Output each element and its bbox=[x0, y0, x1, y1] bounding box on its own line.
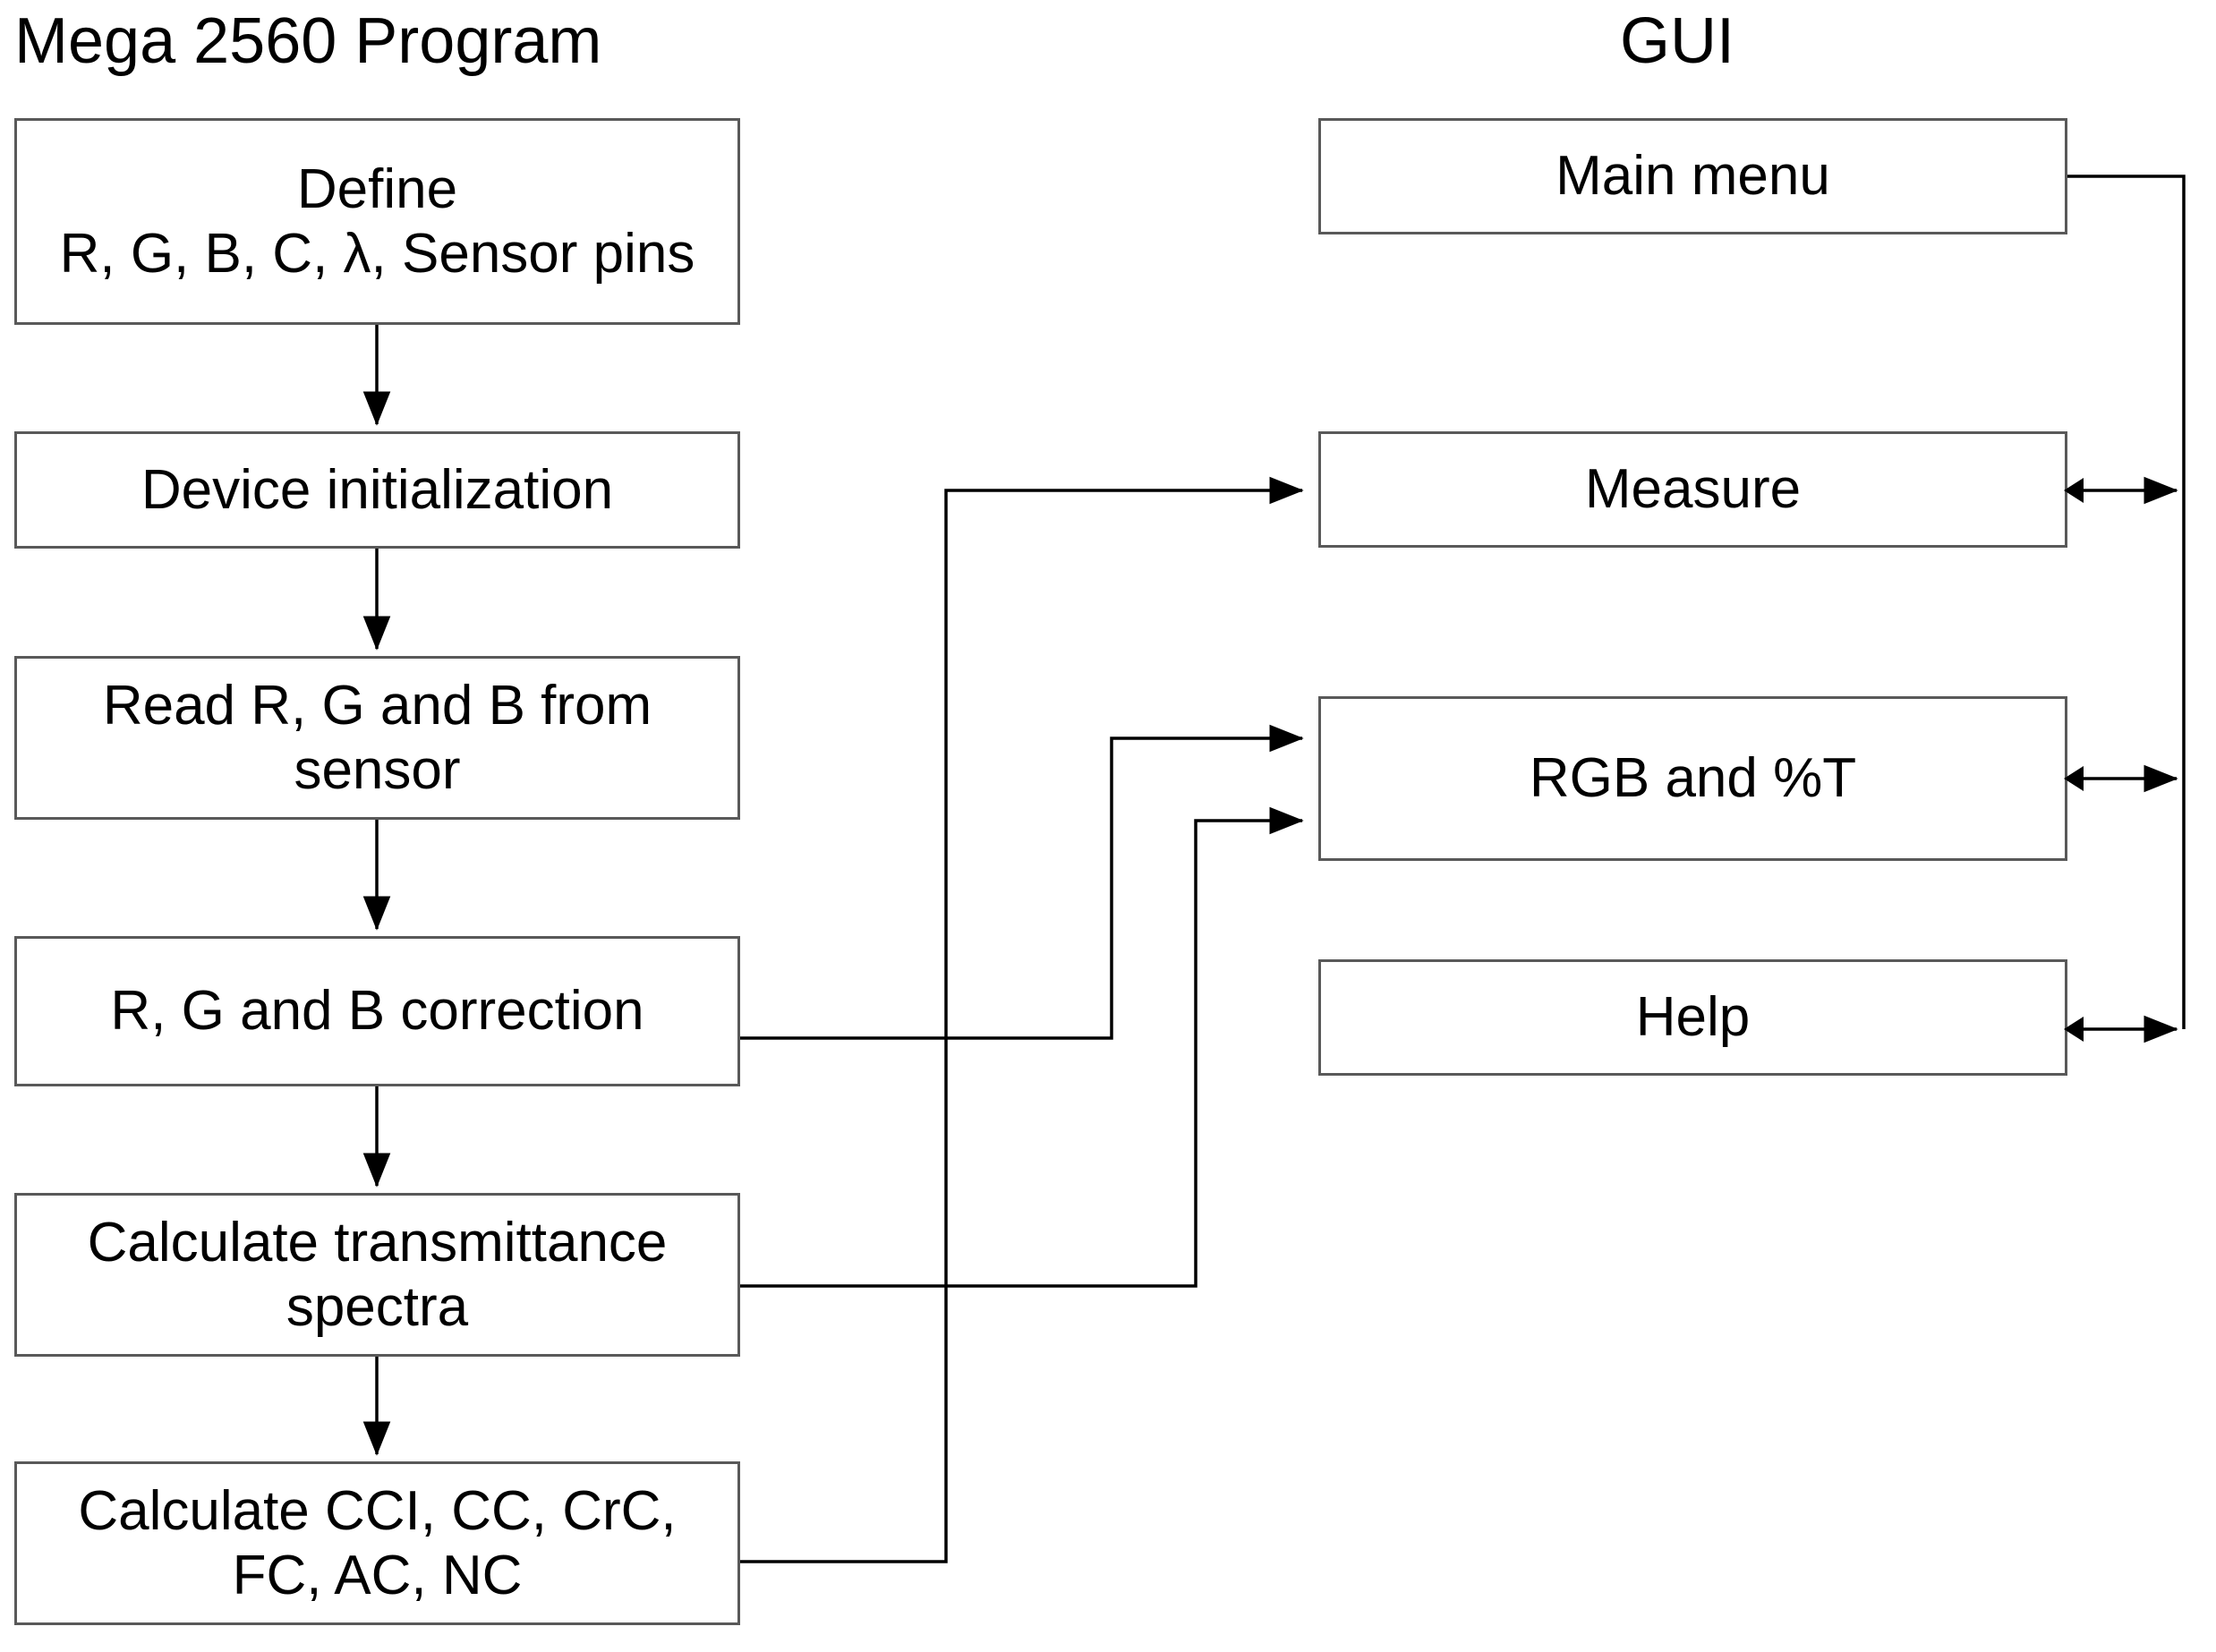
node-rgb-and-t-label: RGB and %T bbox=[1529, 747, 1857, 810]
node-read-rgb[interactable]: Read R, G and B from sensor bbox=[14, 656, 740, 820]
edge-rgb-correction-to-rgb-and-t bbox=[740, 724, 1304, 1040]
node-rgb-and-t[interactable]: RGB and %T bbox=[1318, 696, 2067, 861]
node-calc-transmittance-label: Calculate transmittance spectra bbox=[87, 1211, 668, 1338]
node-device-init-label: Device initialization bbox=[141, 458, 614, 521]
node-calc-indices-label: Calculate CCI, CC, CrC, FC, AC, NC bbox=[78, 1479, 677, 1606]
node-main-menu[interactable]: Main menu bbox=[1318, 118, 2067, 234]
edge-calc-transmittance-to-rgb-and-t bbox=[740, 806, 1304, 1288]
column-title-gui: GUI bbox=[1620, 5, 1735, 77]
node-read-rgb-label: Read R, G and B from sensor bbox=[102, 674, 652, 801]
node-measure[interactable]: Measure bbox=[1318, 431, 2067, 548]
edge-calc-indices-to-measure bbox=[740, 476, 1304, 1563]
node-help[interactable]: Help bbox=[1318, 959, 2067, 1076]
node-device-init[interactable]: Device initialization bbox=[14, 431, 740, 549]
node-measure-label: Measure bbox=[1584, 458, 1802, 521]
node-help-label: Help bbox=[1635, 986, 1751, 1049]
edge-main-menu-bus bbox=[2067, 175, 2186, 1029]
column-title-mega: Mega 2560 Program bbox=[14, 5, 602, 77]
node-calc-indices[interactable]: Calculate CCI, CC, CrC, FC, AC, NC bbox=[14, 1461, 740, 1625]
node-rgb-correction-label: R, G and B correction bbox=[110, 980, 644, 1043]
node-calc-transmittance[interactable]: Calculate transmittance spectra bbox=[14, 1193, 740, 1357]
node-main-menu-label: Main menu bbox=[1555, 145, 1830, 208]
node-rgb-correction[interactable]: R, G and B correction bbox=[14, 936, 740, 1086]
